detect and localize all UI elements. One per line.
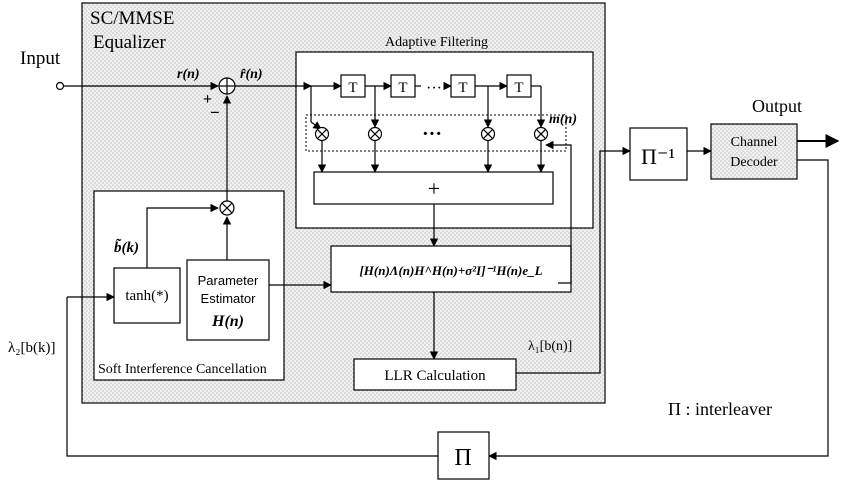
input-terminal [55, 81, 65, 91]
m-n-label: m(n) [549, 112, 577, 127]
decoder-feedback-line [488, 159, 829, 461]
parameter-estimator-block [186, 259, 270, 341]
minus-sign: − [210, 103, 220, 122]
delay-label-1: T [348, 80, 357, 96]
llr-output-line [516, 146, 631, 374]
cancellation-multiplier [219, 200, 235, 216]
r-n-label: r(n) [177, 67, 200, 82]
r-hat-n-label: r̂(n) [240, 67, 263, 82]
soft-symbol-line [146, 203, 219, 268]
parameter-estimator-line2: Estimator [201, 291, 257, 306]
channel-decoder-block [710, 123, 798, 180]
output-label: Output [752, 96, 802, 116]
multiplier-4 [533, 126, 549, 142]
llr-calculation-block [353, 358, 517, 391]
delay-dots: ··· [426, 80, 442, 97]
coefficient-vector-box [305, 114, 567, 152]
adder-label: + [428, 176, 440, 201]
lambda1-label: λ₁[b(n)] [528, 339, 572, 354]
multiplier-3 [480, 126, 496, 142]
equalizer-title-line2: Equalizer [93, 32, 166, 53]
llr-calculation-label: LLR Calculation [384, 368, 486, 384]
interleaver-to-equalizer-line [66, 297, 438, 457]
plus-sign: + [203, 91, 212, 108]
adder-block [313, 171, 554, 205]
lambda2-label: λ₂[b(k)] [8, 340, 55, 356]
deinterleaver-block [629, 127, 688, 181]
b-tilde-k-label: b̃(k) [114, 238, 139, 256]
multiplier-1 [314, 126, 330, 142]
multiplier-2 [367, 126, 383, 142]
summing-junction [218, 77, 236, 95]
interleaver-block [437, 431, 490, 480]
adaptive-filtering-label: Adaptive Filtering [385, 35, 488, 50]
delay-label-2: T [398, 80, 407, 96]
multiplier-dots: ··· [422, 123, 442, 145]
delay-line: T T ··· T T [310, 74, 542, 122]
parameter-estimator-line3: H(n) [211, 313, 244, 330]
interleaver-legend: Π : interleaver [668, 399, 772, 419]
tanh-label: tanh(*) [125, 288, 168, 304]
delay-label-3: T [458, 80, 467, 96]
channel-decoder-line2: Decoder [730, 155, 778, 170]
channel-decoder-line1: Channel [731, 135, 778, 150]
parameter-estimator-line1: Parameter [198, 273, 259, 288]
soft-interference-cancellation-label: Soft Interference Cancellation [98, 362, 267, 377]
equalizer-title-line1: SC/MMSE [90, 8, 174, 29]
mmse-formula: [H(n)Λ(n)H^H(n)+σ²I]⁻¹H(n)e_L [359, 263, 542, 278]
input-label: Input [20, 48, 61, 69]
deinterleaver-label: Π⁻¹ [641, 144, 675, 169]
coefficient-feedback-line [545, 140, 572, 284]
delay-label-4: T [514, 80, 523, 96]
interleaver-label: Π [454, 445, 471, 471]
